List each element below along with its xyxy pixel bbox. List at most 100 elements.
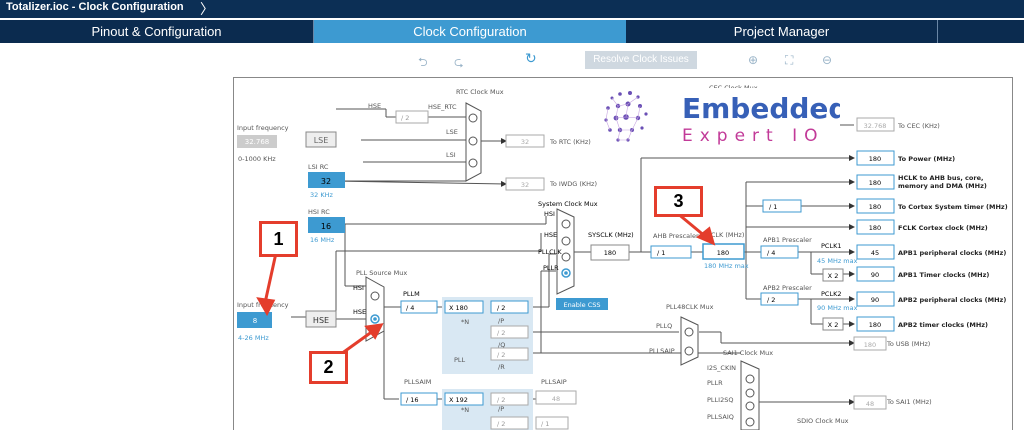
fit-icon[interactable]: ⛶ [785,53,794,67]
pclk1-label: PCLK1 [821,242,841,250]
pllsaip-value: / 2 [497,396,505,404]
apb2-prescaler-select[interactable] [760,292,799,306]
hclk-ahb-output-field [856,174,895,190]
annotation-badge-2: 2 [309,351,348,384]
enable-css-label: Enable CSS [564,301,601,309]
lse-box-label: LSE [314,136,329,145]
annotation-badge-1: 1 [259,221,298,257]
pclk1-max: 45 MHz max [817,257,858,265]
pllsaiq-value: / 2 [497,420,505,428]
hclk-field[interactable] [702,243,745,260]
apb1-timer-output-value: 90 [871,271,879,279]
pll-p-label: /P [498,317,504,325]
apb2-prescaler-value: / 2 [767,296,775,304]
lsi-unit: 32 KHz [310,191,333,199]
apb1-peripheral-output-field [856,244,895,260]
hse-frequency-value: 8 [253,317,257,325]
hsi-rc-label: HSI RC [308,208,330,216]
pll-n-label: *N [461,318,469,326]
rtc-unit: To RTC (KHz) [549,138,591,146]
sys-pllr-label: PLLR [543,264,559,272]
i2s-ckin-label: I2S_CKIN [707,364,736,372]
hsi-rc-box [308,217,345,233]
apb2-prescaler-label: APB2 Prescaler [763,284,812,292]
pllq-value: / 2 [497,329,505,337]
window-title: Totalizer.ioc - Clock Configuration [6,1,184,13]
apb1-prescaler-select[interactable] [760,245,799,259]
plln-select[interactable] [444,300,484,314]
logo-line-2: Expert IO [682,126,825,146]
pllq-select[interactable] [490,325,529,339]
tab-pinout[interactable]: Pinout & Configuration [0,20,314,43]
cortex-timer-output-value: 180 [869,203,881,211]
pll-r-label: /R [498,363,505,371]
hclk-ahb-output-label-2: memory and DMA (MHz) [898,182,987,190]
hse-rtc-label: HSE_RTC [428,103,457,111]
iwdg-output-value: 32 [521,181,529,189]
hclk-ahb-output-label: HCLK to AHB bus, core, [898,174,983,182]
lsi-rc-box [308,172,345,188]
hse-frequency-field[interactable] [237,312,272,328]
apb2-peripheral-output-label: APB2 peripheral clocks (MHz) [898,296,1006,304]
zoom-out-icon[interactable]: ⊖ [822,53,833,67]
pllsaim-select[interactable] [400,392,438,406]
power-output-field [856,150,895,166]
main-tabs: Pinout & Configuration Clock Configurati… [0,20,1024,43]
lse-frequency-value: 32.768 [245,138,270,146]
sdio-mux-label: SDIO Clock Mux [797,417,849,425]
apb2-timer-multiplier [822,317,844,331]
sai-pllr-label: PLLR [707,379,723,387]
power-output-label: To Power (MHz) [898,155,955,163]
ahb-prescaler-label: AHB Prescaler [653,232,699,240]
resolve-clock-issues-button[interactable]: Resolve Clock Issues [585,51,697,69]
pll-q-label: /Q [498,341,505,349]
lse-frequency-field[interactable] [237,135,277,148]
clock-toolbar: ⮌ ⮎ ↻ Resolve Clock Issues ⊕ ⛶ ⊖ [0,50,1024,72]
apb1-timer-multiplier-value: X 2 [828,272,839,280]
pllsaim-value: / 16 [406,396,419,404]
cortex-timer-divider-select[interactable] [762,199,802,213]
zoom-in-icon[interactable]: ⊕ [748,53,759,67]
cec-output-field [856,117,895,132]
rtc-output-value: 32 [521,138,529,146]
pllsaiq-label: PLLSAIQ [707,413,734,421]
pllsain-select[interactable] [444,392,484,406]
rtc-output-field [505,134,545,148]
enable-css-button[interactable] [556,298,608,310]
sys-hse-label: HSE [544,231,557,239]
usb-unit: To USB (MHz) [886,340,930,348]
redo-icon[interactable]: ⮎ [454,55,464,69]
pllq-label: PLLQ [656,322,672,330]
undo-icon[interactable]: ⮌ [418,55,428,69]
plln-value: X 180 [449,304,468,312]
pllr-select[interactable] [490,347,529,361]
lse-range: 0-1000 KHz [238,155,276,163]
sys-hsi-label: HSI [544,210,555,218]
pllm-select[interactable] [400,300,438,314]
power-output-value: 180 [869,155,881,163]
hsi-unit: 16 MHz [310,236,335,244]
pllsaip-select[interactable] [490,392,529,406]
hse-range: 4-26 MHz [238,334,269,342]
ahb-prescaler-select[interactable] [650,245,692,259]
apb1-prescaler-value: / 4 [767,249,775,257]
logo-line-1: Embedded [682,92,840,125]
tab-project-manager[interactable]: Project Manager [626,20,938,43]
apb1-timer-output-label: APB1 Timer clocks (MHz) [898,271,989,279]
chevron-right-icon: 〉 [200,2,214,18]
sai1-unit: To SAI1 (MHz) [886,398,932,406]
apb1-prescaler-label: APB1 Prescaler [763,236,812,244]
refresh-icon[interactable]: ↻ [525,51,537,67]
hclk-value: 180 [717,249,729,257]
sysclk-label: SYSCLK (MHz) [588,231,634,239]
cortex-timer-output-field [856,198,895,214]
apb1-timer-output-field [856,266,895,282]
clock-tree-diagram: RTC Clock Mux CEC Clock Mux HSE HSE_RTC … [237,84,1008,430]
cortex-timer-divider-value: / 1 [769,203,777,211]
iwdg-output-field [505,177,545,191]
pllp-select[interactable] [490,300,529,314]
apb2-timer-multiplier-value: X 2 [828,321,839,329]
hclk-label: HCLK (MHz) [706,231,744,239]
rtc-divider-select[interactable] [395,110,429,124]
tab-clock-configuration[interactable]: Clock Configuration [314,20,626,43]
